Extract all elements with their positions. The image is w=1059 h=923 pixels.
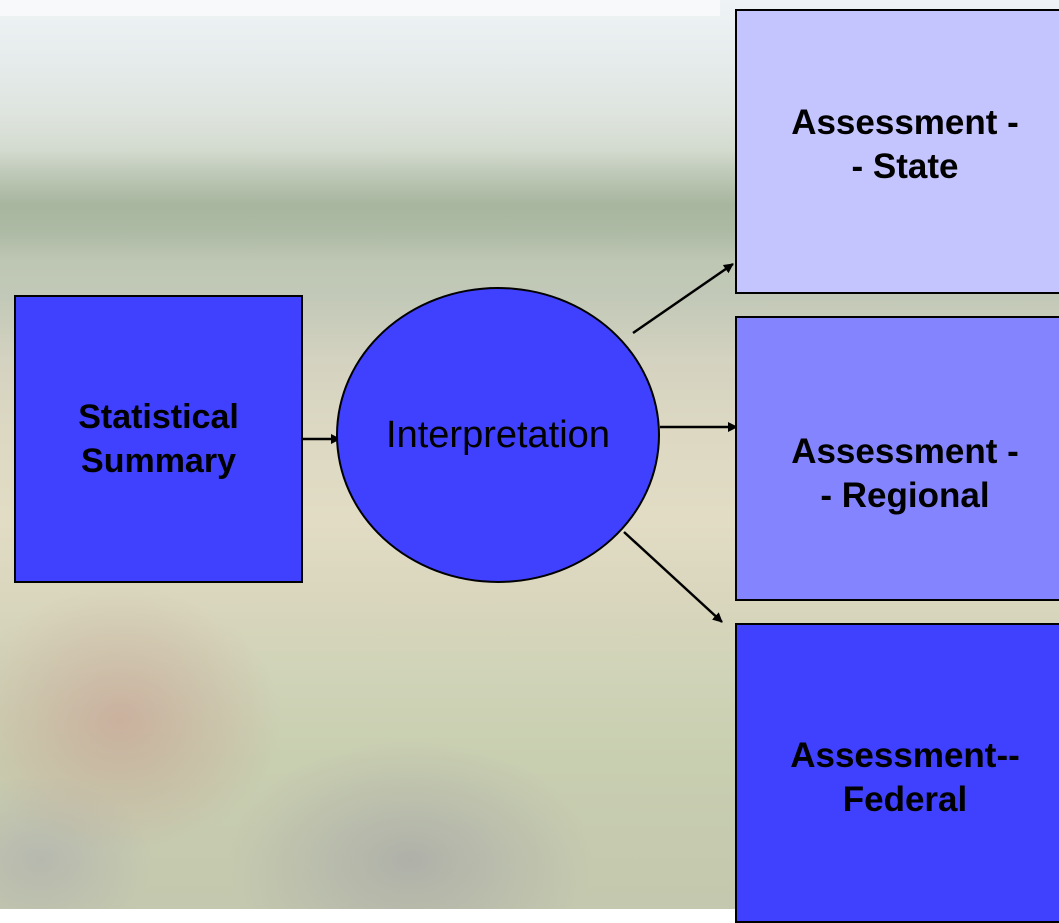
- treeline-shading: [0, 150, 740, 260]
- statistical-summary-box: Statistical Summary: [14, 295, 303, 583]
- assessment-federal-label: Assessment-- Federal: [790, 736, 1020, 819]
- assessment-state-label: Assessment - - State: [791, 103, 1019, 186]
- arrow-interpretation-to-state: [632, 262, 734, 335]
- interpretation-label: Interpretation: [386, 413, 610, 456]
- arrow-interpretation-to-federal: [623, 531, 723, 623]
- assessment-federal-box: Assessment-- Federal: [735, 623, 1059, 923]
- top-band: [0, 0, 720, 16]
- assessment-state-box: Assessment - - State: [735, 9, 1059, 294]
- statistical-summary-label: Statistical Summary: [78, 398, 239, 480]
- interpretation-circle: Interpretation: [336, 287, 660, 583]
- assessment-regional-label: Assessment - - Regional: [791, 431, 1019, 515]
- assessment-regional-box: Assessment - - Regional: [735, 316, 1059, 601]
